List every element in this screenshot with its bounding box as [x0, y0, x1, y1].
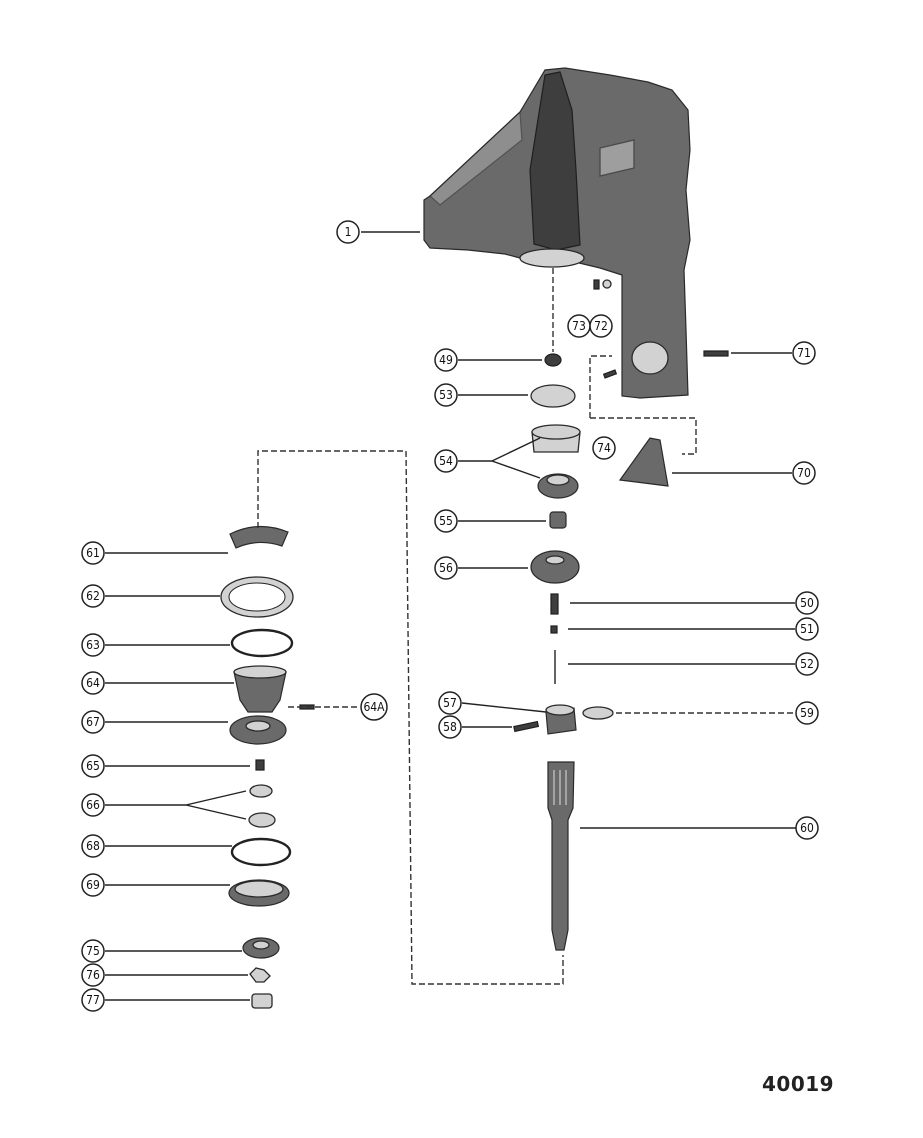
callout-75: 75: [81, 939, 105, 963]
callout-52: 52: [795, 652, 819, 676]
svg-text:74: 74: [597, 441, 611, 455]
o-ring-part: [230, 628, 294, 658]
callout-64A: 64A: [360, 693, 388, 721]
washer-part: [549, 511, 567, 529]
callout-60: 60: [795, 816, 819, 840]
callout-58: 58: [438, 715, 462, 739]
svg-text:51: 51: [800, 622, 814, 636]
svg-text:77: 77: [86, 993, 100, 1007]
plate-part: [229, 525, 289, 549]
svg-text:67: 67: [86, 715, 100, 729]
pin-part: [550, 593, 559, 684]
svg-text:54: 54: [439, 454, 453, 468]
callout-66: 66: [81, 793, 105, 817]
svg-text:75: 75: [86, 944, 100, 958]
callout-62: 62: [81, 584, 105, 608]
svg-text:65: 65: [86, 759, 100, 773]
callout-1: 1: [336, 220, 360, 244]
svg-text:64: 64: [86, 676, 100, 690]
svg-text:76: 76: [86, 968, 100, 982]
nut-part: [251, 993, 273, 1009]
svg-text:72: 72: [594, 319, 608, 333]
drive-shaft-part: [547, 761, 575, 951]
base-plate-part: [228, 879, 290, 907]
callout-72: 72: [589, 314, 613, 338]
callout-71: 71: [792, 341, 816, 365]
svg-text:62: 62: [86, 589, 100, 603]
bearing-part: [531, 424, 581, 499]
svg-text:50: 50: [800, 596, 814, 610]
callout-74: 74: [592, 436, 616, 460]
bearing-part: [513, 704, 614, 735]
svg-text:59: 59: [800, 706, 814, 720]
svg-text:53: 53: [439, 388, 453, 402]
svg-text:58: 58: [443, 720, 457, 734]
callout-49: 49: [434, 348, 458, 372]
svg-text:60: 60: [800, 821, 814, 835]
impeller-part: [229, 715, 287, 745]
callout-59: 59: [795, 701, 819, 725]
svg-text:55: 55: [439, 514, 453, 528]
small-fastener-part: [602, 350, 729, 379]
callout-51: 51: [795, 617, 819, 641]
callout-61: 61: [81, 541, 105, 565]
svg-text:68: 68: [86, 839, 100, 853]
callout-57: 57: [438, 691, 462, 715]
callout-50: 50: [795, 591, 819, 615]
callout-68: 68: [81, 834, 105, 858]
svg-text:63: 63: [86, 638, 100, 652]
pump-housing-part: [233, 665, 287, 713]
callout-73: 73: [567, 314, 591, 338]
callout-56: 56: [434, 556, 458, 580]
svg-text:52: 52: [800, 657, 814, 671]
shim-part: [530, 384, 576, 408]
pinion-gear-part: [530, 550, 580, 584]
callout-69: 69: [81, 873, 105, 897]
svg-text:61: 61: [86, 546, 100, 560]
key-part: [255, 759, 265, 771]
svg-text:64A: 64A: [363, 700, 385, 714]
callout-70: 70: [792, 461, 816, 485]
svg-text:66: 66: [86, 798, 100, 812]
svg-text:70: 70: [797, 466, 811, 480]
figure-number: 40019: [762, 1072, 835, 1096]
washer-part: [249, 967, 271, 983]
gear-housing-part: [423, 67, 691, 399]
callout-55: 55: [434, 509, 458, 533]
svg-text:69: 69: [86, 878, 100, 892]
svg-text:71: 71: [797, 346, 811, 360]
svg-text:73: 73: [572, 319, 586, 333]
callout-63: 63: [81, 633, 105, 657]
seal-part: [248, 784, 276, 828]
callout-76: 76: [81, 963, 105, 987]
gasket-part: [220, 576, 294, 618]
callout-54: 54: [434, 449, 458, 473]
callout-67: 67: [81, 710, 105, 734]
seal-plate-part: [618, 437, 669, 487]
o-ring-part: [230, 837, 292, 867]
callout-53: 53: [434, 383, 458, 407]
spacer-part: [242, 937, 280, 959]
svg-text:1: 1: [345, 225, 352, 239]
callout-65: 65: [81, 754, 105, 778]
nut-part: [544, 353, 562, 367]
assembly-paths: [257, 268, 697, 985]
callout-77: 77: [81, 988, 105, 1012]
svg-text:56: 56: [439, 561, 453, 575]
svg-text:49: 49: [439, 353, 453, 367]
leader-lines: [105, 231, 796, 1001]
callout-64: 64: [81, 671, 105, 695]
svg-text:57: 57: [443, 696, 457, 710]
screw-part: [593, 279, 612, 290]
